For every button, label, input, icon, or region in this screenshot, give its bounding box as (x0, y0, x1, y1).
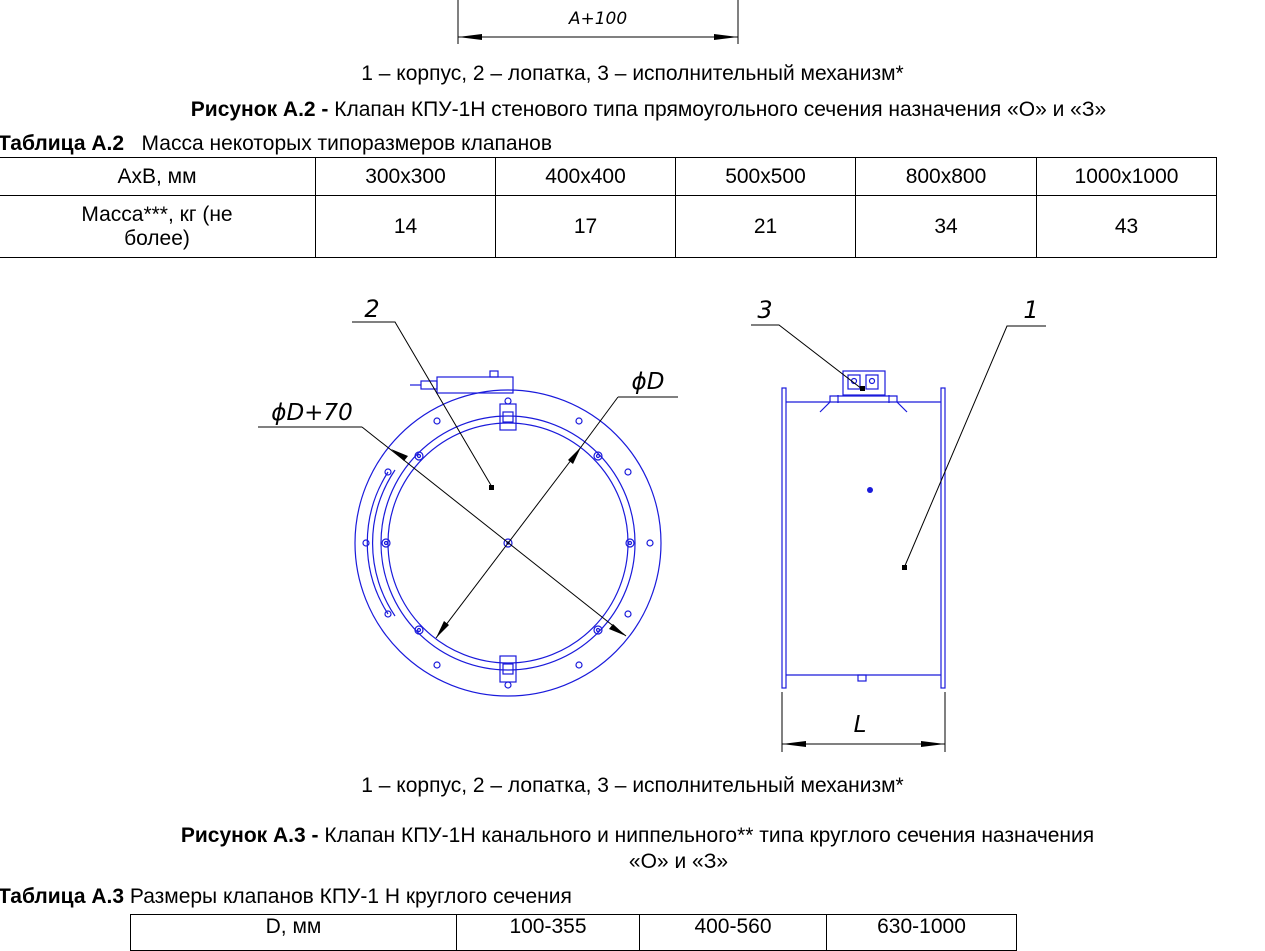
table-row: Масса***, кг (не более) 14 17 21 34 43 (0, 195, 1217, 258)
table-cell: 800х800 (855, 157, 1037, 196)
leader-label-3: 3 (757, 296, 772, 324)
dimension-label-inner-diameter: ϕD (632, 369, 665, 395)
table-a3-caption: Таблица А.3 Размеры клапанов КПУ-1 Н кру… (0, 885, 572, 909)
figure-a3-caption-text: Клапан КПУ-1Н канального и ниппельного**… (318, 824, 1095, 847)
table-a2: АхВ, мм 300х300 400х400 500х500 800х800 … (0, 157, 1217, 258)
table-a3-caption-text: Размеры клапанов КПУ-1 Н круглого сечени… (124, 885, 572, 908)
table-cell-text: Масса***, кг (не более) (81, 202, 233, 250)
table-cell: 630-1000 (826, 914, 1017, 951)
leader-label-1: 1 (1023, 296, 1038, 324)
figure-a2-caption: Рисунок А.2 - Клапан КПУ-1Н стенового ти… (16, 97, 1265, 123)
table-cell: Масса***, кг (не более) (0, 195, 316, 258)
table-a3: D, мм 100-355 400-560 630-1000 (130, 914, 1017, 951)
table-cell: D, мм (130, 914, 457, 951)
dimension-label-a-plus-100: A+100 (568, 9, 627, 29)
table-cell: 43 (1036, 195, 1217, 258)
figure-a3-caption-line2: «О» и «З» (628, 850, 729, 873)
top-dimension-drawing: A+100 (457, 0, 739, 44)
figure-a3-legend: 1 – корпус, 2 – лопатка, 3 – исполнитель… (361, 774, 904, 797)
valve-side-view-drawing: 3 1 L (751, 296, 1046, 752)
table-cell: 500х500 (675, 157, 856, 196)
table-a3-caption-label: Таблица А.3 (0, 885, 125, 908)
figure-a2-caption-label: Рисунок А.2 - (190, 98, 329, 121)
valve-front-view-drawing: 2 ϕD+70 ϕD (258, 295, 678, 697)
table-cell: АхВ, мм (0, 157, 316, 196)
table-row: D, мм 100-355 400-560 630-1000 (130, 914, 1017, 951)
table-cell: 300х300 (315, 157, 496, 196)
figure-a2-caption-text: Клапан КПУ-1Н стенового типа прямоугольн… (328, 98, 1107, 121)
table-cell: 400-560 (639, 914, 827, 951)
table-cell: 14 (315, 195, 496, 258)
table-cell: 21 (675, 195, 856, 258)
table-cell: 34 (855, 195, 1037, 258)
table-cell: 100-355 (456, 914, 640, 951)
table-cell: 1000х1000 (1036, 157, 1217, 196)
figure-a3-caption-line1: Рисунок А.3 - Клапан КПУ-1Н канального и… (5, 823, 1265, 849)
table-a2-caption-label: Таблица А.2 (0, 132, 125, 155)
dimension-label-length: L (854, 712, 867, 738)
table-cell: 17 (495, 195, 676, 258)
leader-label-2: 2 (364, 295, 379, 323)
table-cell: 400х400 (495, 157, 676, 196)
table-a2-caption: Таблица А.2 Масса некоторых типоразмеров… (0, 132, 552, 156)
figure-a3-caption-label: Рисунок А.3 - (180, 824, 319, 847)
figure-a2-legend: 1 – корпус, 2 – лопатка, 3 – исполнитель… (361, 62, 904, 85)
table-row: АхВ, мм 300х300 400х400 500х500 800х800 … (0, 157, 1217, 196)
table-a2-caption-text: Масса некоторых типоразмеров клапанов (124, 132, 553, 155)
dimension-label-outer-diameter: ϕD+70 (271, 400, 352, 426)
